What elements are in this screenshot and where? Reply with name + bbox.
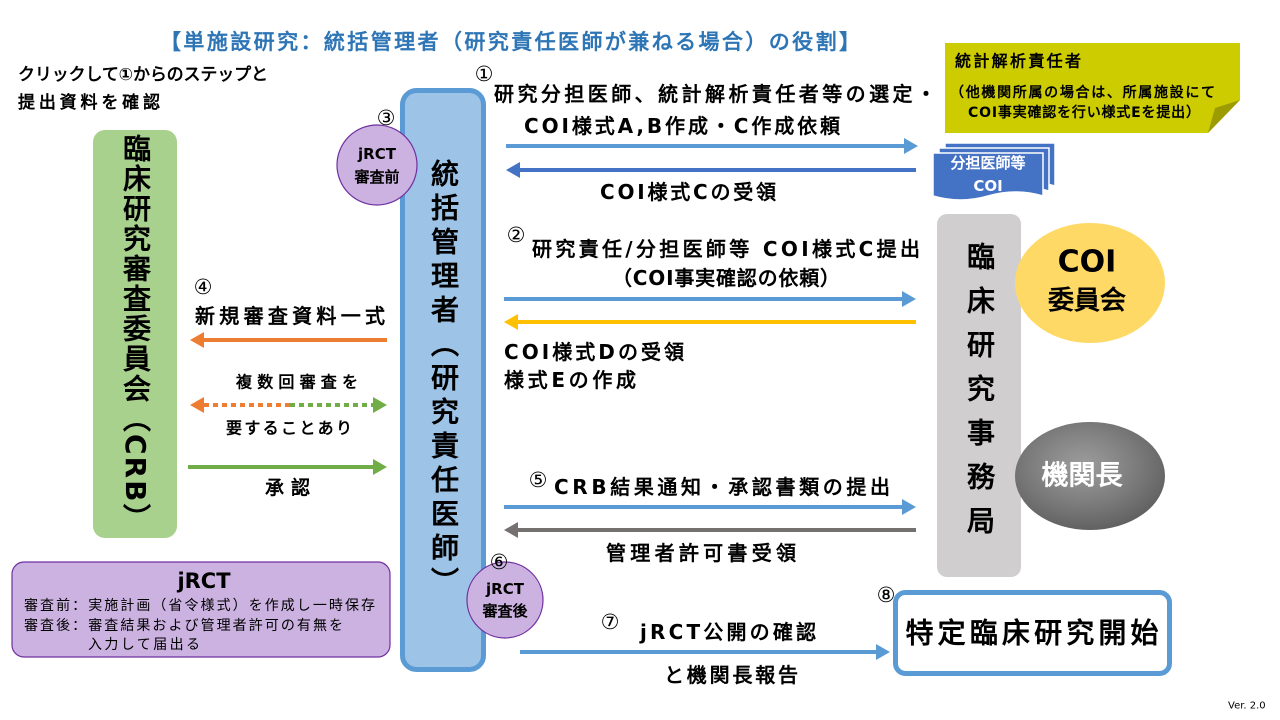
jrct-before-line2: 審査前 bbox=[353, 168, 399, 186]
step8-number[interactable]: ⑧ bbox=[877, 583, 896, 607]
jrct-box-title: jRCT bbox=[176, 569, 231, 593]
office-label-area: 臨床研究事務局 bbox=[937, 214, 1021, 577]
arrow-step4-repeat-review bbox=[190, 397, 387, 413]
crb-box bbox=[93, 130, 177, 538]
version-label: Ver. 2.0 bbox=[1228, 701, 1266, 712]
statistician-note-line1: （他機関所属の場合は、所属施設にて bbox=[950, 84, 1215, 101]
arrow-step5-submit bbox=[504, 499, 916, 515]
step1-line2: COI様式A,B作成・C作成依頼 bbox=[524, 114, 841, 138]
step4-note-line2: 要することあり bbox=[226, 419, 352, 438]
instruction-line2: 提出資料を確認 bbox=[18, 92, 160, 113]
arrow-step1-receive bbox=[506, 162, 916, 178]
crb-label-area: 臨床研究審査委員会（CRB） bbox=[93, 130, 177, 538]
crb-label: 臨床研究審査委員会（CRB） bbox=[119, 134, 152, 534]
jrct-after-circle bbox=[466, 561, 544, 639]
statistician-note-line2: COI事実確認を行い様式Eを提出） bbox=[968, 104, 1200, 121]
director-shading bbox=[1015, 422, 1165, 530]
office-box bbox=[937, 214, 1021, 577]
arrow-repeat-right bbox=[290, 397, 387, 413]
step2-line2: （COI事実確認の依頼） bbox=[612, 266, 840, 290]
coi-committee-ellipse bbox=[1015, 223, 1165, 343]
director-node bbox=[1015, 422, 1165, 530]
step7-line2: と機関長報告 bbox=[664, 663, 798, 687]
step4-approval: 承認 bbox=[265, 476, 310, 499]
step1-reply: COI様式Cの受領 bbox=[600, 180, 777, 204]
manager-label: 統括管理者（研究責任医師） bbox=[427, 159, 460, 601]
step2-line1: 研究責任/分担医師等 COI様式C提出 bbox=[532, 237, 920, 261]
director-label: 機関長 bbox=[1042, 461, 1124, 492]
step5-reply: 管理者許可書受領 bbox=[606, 541, 797, 565]
arrow-step5-receive bbox=[504, 522, 916, 538]
manager-label-area: 統括管理者（研究責任医師） bbox=[400, 88, 486, 672]
coi-docs-stack bbox=[932, 142, 1056, 201]
statistician-title: 統計解析責任者 bbox=[955, 52, 1081, 71]
step7-line1: jRCT公開の確認 bbox=[639, 620, 816, 644]
page-title: 【単施設研究：統括管理者（研究責任医師が兼ねる場合）の役割】 bbox=[160, 30, 860, 54]
step4-note-line1: 複数回審査を bbox=[235, 373, 358, 392]
jrct-after-line2: 審査後 bbox=[481, 602, 528, 620]
arrow-step2-submit bbox=[504, 291, 916, 307]
jrct-before-line1: jRCT bbox=[357, 145, 397, 163]
statistician-note-fold bbox=[1208, 100, 1240, 133]
coi-docs-line1: 分担医師等 bbox=[950, 154, 1025, 172]
step2-reply-line1: COI様式Dの受領 bbox=[504, 340, 685, 364]
manager-box bbox=[400, 88, 486, 672]
step4-label: 新規審査資料一式 bbox=[195, 304, 385, 328]
step5-label: CRB結果通知・承認書類の提出 bbox=[554, 475, 890, 499]
step2-number[interactable]: ② bbox=[507, 223, 526, 247]
jrct-info-box bbox=[11, 561, 391, 658]
arrow-step1-request bbox=[506, 138, 918, 154]
arrow-step4-approval bbox=[188, 459, 387, 475]
coi-committee-line1: COI bbox=[1058, 245, 1117, 280]
step4-number[interactable]: ④ bbox=[194, 275, 213, 299]
start-box bbox=[893, 590, 1172, 676]
arrow-step7-start bbox=[520, 644, 890, 660]
step6-number[interactable]: ⑥ bbox=[490, 550, 509, 574]
coi-doc-front bbox=[932, 152, 1044, 201]
jrct-after-line1: jRCT bbox=[485, 580, 525, 598]
office-label: 臨床研究事務局 bbox=[963, 241, 996, 550]
step5-number[interactable]: ⑤ bbox=[529, 468, 548, 492]
arrow-step4-submit bbox=[190, 332, 387, 348]
step1-number[interactable]: ① bbox=[475, 62, 494, 86]
jrct-box-line3: 入力して届出る bbox=[88, 637, 200, 653]
step2-reply-line2: 様式Eの作成 bbox=[504, 368, 636, 392]
coi-docs-line2: COI bbox=[973, 177, 1002, 195]
instruction-line1: クリックして①からのステップと bbox=[18, 64, 268, 85]
step1-line1: 研究分担医師、統計解析責任者等の選定・ bbox=[494, 82, 936, 106]
arrow-repeat-left bbox=[190, 397, 290, 413]
arrow-step2-receive bbox=[504, 314, 916, 330]
step3-number[interactable]: ③ bbox=[377, 106, 396, 130]
jrct-before-circle bbox=[336, 124, 418, 206]
statistician-note-body bbox=[945, 43, 1240, 133]
statistician-note bbox=[945, 43, 1240, 133]
step7-number[interactable]: ⑦ bbox=[601, 610, 620, 634]
coi-committee-line2: 委員会 bbox=[1048, 286, 1126, 316]
